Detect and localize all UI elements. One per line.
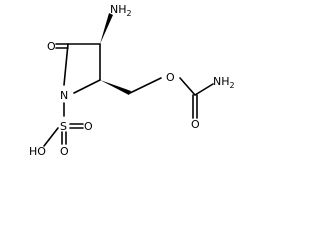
atom-o-ester: O [166,71,175,84]
atom-o-lower: O [191,118,200,131]
atom-nh2-top: NH2 [110,3,132,18]
bond-o-c [179,77,196,96]
atom-n-ring: N [60,89,68,102]
bond-ring-left [63,43,69,86]
wedge-bond-amino [100,13,113,44]
bond-s-ho [43,127,59,147]
atom-ho: HO [29,145,46,158]
atom-o-sulfonyl-right: O [84,120,93,133]
molecule-diagram: NH2 O N O NH2 O S HO O O [29,3,235,158]
atom-o-carbonyl: O [47,40,56,53]
bond-ch2-o [129,77,162,94]
atom-s: S [60,120,67,133]
bond-c-nh2 [194,83,214,96]
bond-ring-bottom [73,79,101,94]
atom-o-sulfonyl-bottom: O [60,145,69,158]
wedge-bond-methylene [100,80,131,95]
atom-nh2-right: NH2 [213,75,235,90]
